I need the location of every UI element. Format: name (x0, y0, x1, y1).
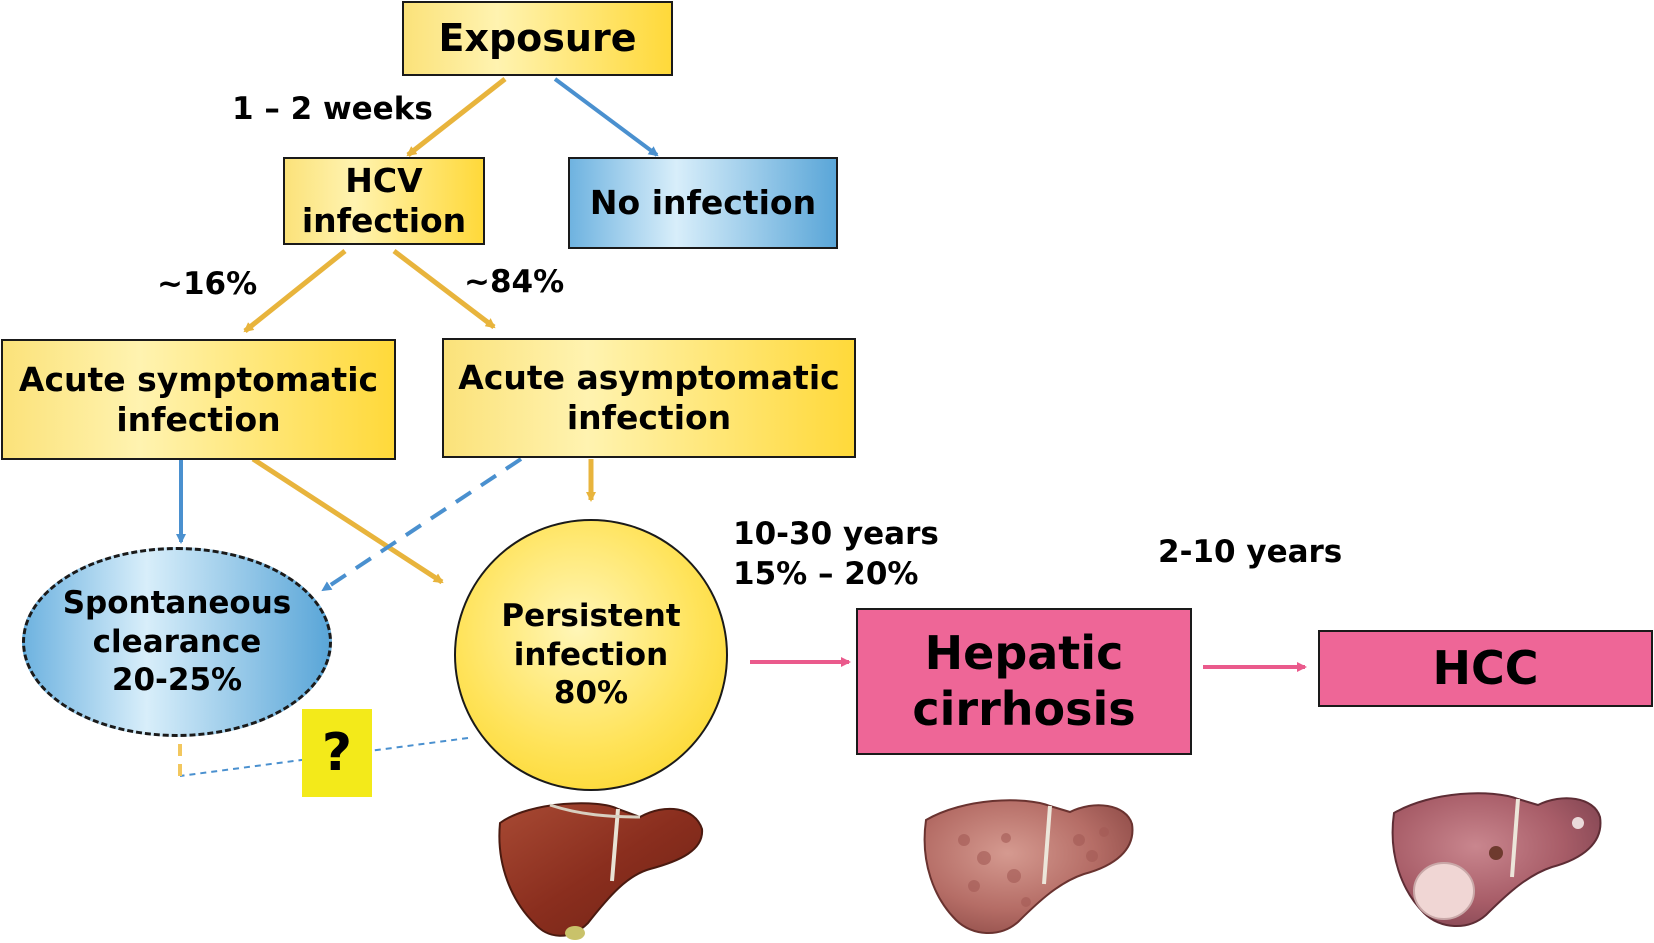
acute-symptomatic-line2: infection (116, 399, 281, 439)
clearance-line1: Spontaneous (62, 584, 292, 621)
persistent-line2: infection (513, 636, 669, 673)
edge-label-persistent-to-cirrhosis: 10-30 years 15% – 20% (733, 514, 939, 595)
arrow-symptomatic-to-persistent (251, 456, 444, 585)
no-infection-label: No infection (589, 183, 817, 223)
question-mark-label: ? (321, 723, 353, 783)
edge-label-2-10-years: 2-10 years (1158, 534, 1343, 570)
arrow-asymptomatic-to-clearance (321, 457, 523, 592)
hepatic-cirrhosis-node: Hepatic cirrhosis (856, 608, 1192, 755)
hcc-label: HCC (1432, 640, 1539, 695)
edge-label-84-percent: ~84% (464, 264, 565, 300)
clearance-line3: 20-25% (111, 662, 243, 699)
arrow-hcv-to-symptomatic (243, 249, 347, 333)
arrow-exposure-to-no-infection (553, 77, 659, 157)
persistent-line3: 80% (553, 675, 629, 712)
hcc-liver-illustration (1391, 792, 1602, 928)
edge-label-15-20-percent: 15% – 20% (733, 556, 919, 593)
clearance-line2: clearance (92, 623, 262, 660)
hcv-label-line1: HCV (345, 161, 423, 201)
arrow-exposure-to-hcv (406, 77, 507, 157)
question-mark-box: ? (302, 709, 372, 797)
exposure-node: Exposure (402, 1, 673, 76)
persistent-line1: Persistent (501, 597, 681, 634)
spontaneous-clearance-node: Spontaneous clearance 20-25% (22, 547, 332, 737)
arrow-hcv-to-asymptomatic (392, 249, 496, 329)
cirrhotic-liver-illustration (923, 799, 1134, 935)
edge-label-10-30-years: 10-30 years (733, 516, 939, 552)
no-infection-node: No infection (568, 157, 838, 249)
persistent-infection-node: Persistent infection 80% (454, 519, 728, 791)
exposure-label: Exposure (438, 15, 637, 60)
acute-symptomatic-line1: Acute symptomatic (18, 359, 379, 399)
edge-label-16-percent: ~16% (157, 266, 258, 302)
acute-symptomatic-node: Acute symptomatic infection (1, 339, 396, 460)
cirrhosis-line1: Hepatic (924, 626, 1124, 681)
hcv-infection-node: HCV infection (283, 157, 485, 245)
acute-asymptomatic-line2: infection (566, 398, 732, 437)
acute-asymptomatic-node: Acute asymptomatic infection (442, 338, 856, 458)
hcc-node: HCC (1318, 630, 1653, 707)
acute-asymptomatic-line1: Acute asymptomatic (458, 358, 840, 398)
edge-label-1-2-weeks: 1 – 2 weeks (232, 91, 433, 127)
healthy-liver-illustration (498, 802, 704, 940)
hcv-label-line2: infection (301, 201, 467, 240)
cirrhosis-line2: cirrhosis (912, 681, 1136, 736)
